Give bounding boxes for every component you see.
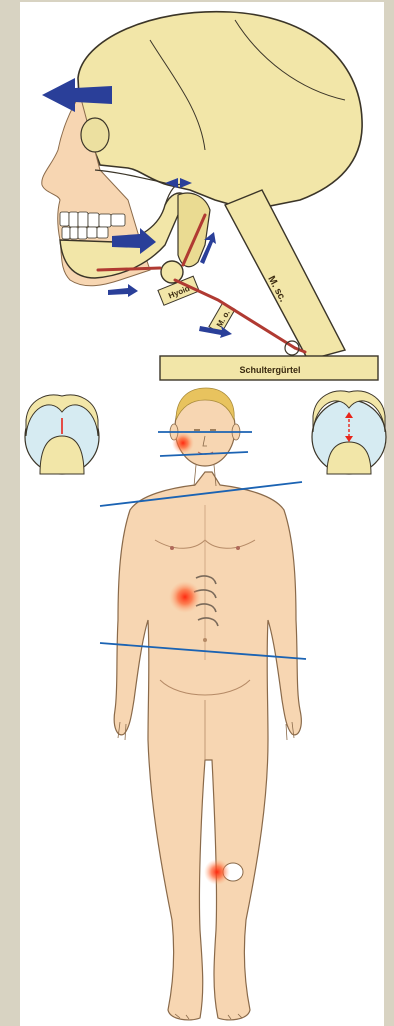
pain-spot-knee bbox=[204, 859, 230, 885]
body-figure bbox=[100, 388, 306, 1020]
body-silhouette bbox=[114, 472, 301, 1020]
shoulder-girdle-label: Schultergürtel bbox=[239, 365, 300, 375]
pain-spot-jaw bbox=[172, 432, 194, 454]
skull-figure: M. sc. Hyoid M. o. bbox=[42, 12, 378, 380]
pain-spot-abdomen bbox=[169, 581, 201, 613]
hyoid-left-arrow bbox=[108, 284, 138, 297]
jaw-joint-inset-right bbox=[312, 391, 386, 474]
neck-muscle-band bbox=[225, 190, 345, 360]
upper-teeth bbox=[60, 212, 125, 227]
lower-teeth bbox=[62, 227, 108, 239]
cranium bbox=[78, 12, 362, 210]
jaw-joint-inset-left bbox=[25, 395, 99, 474]
